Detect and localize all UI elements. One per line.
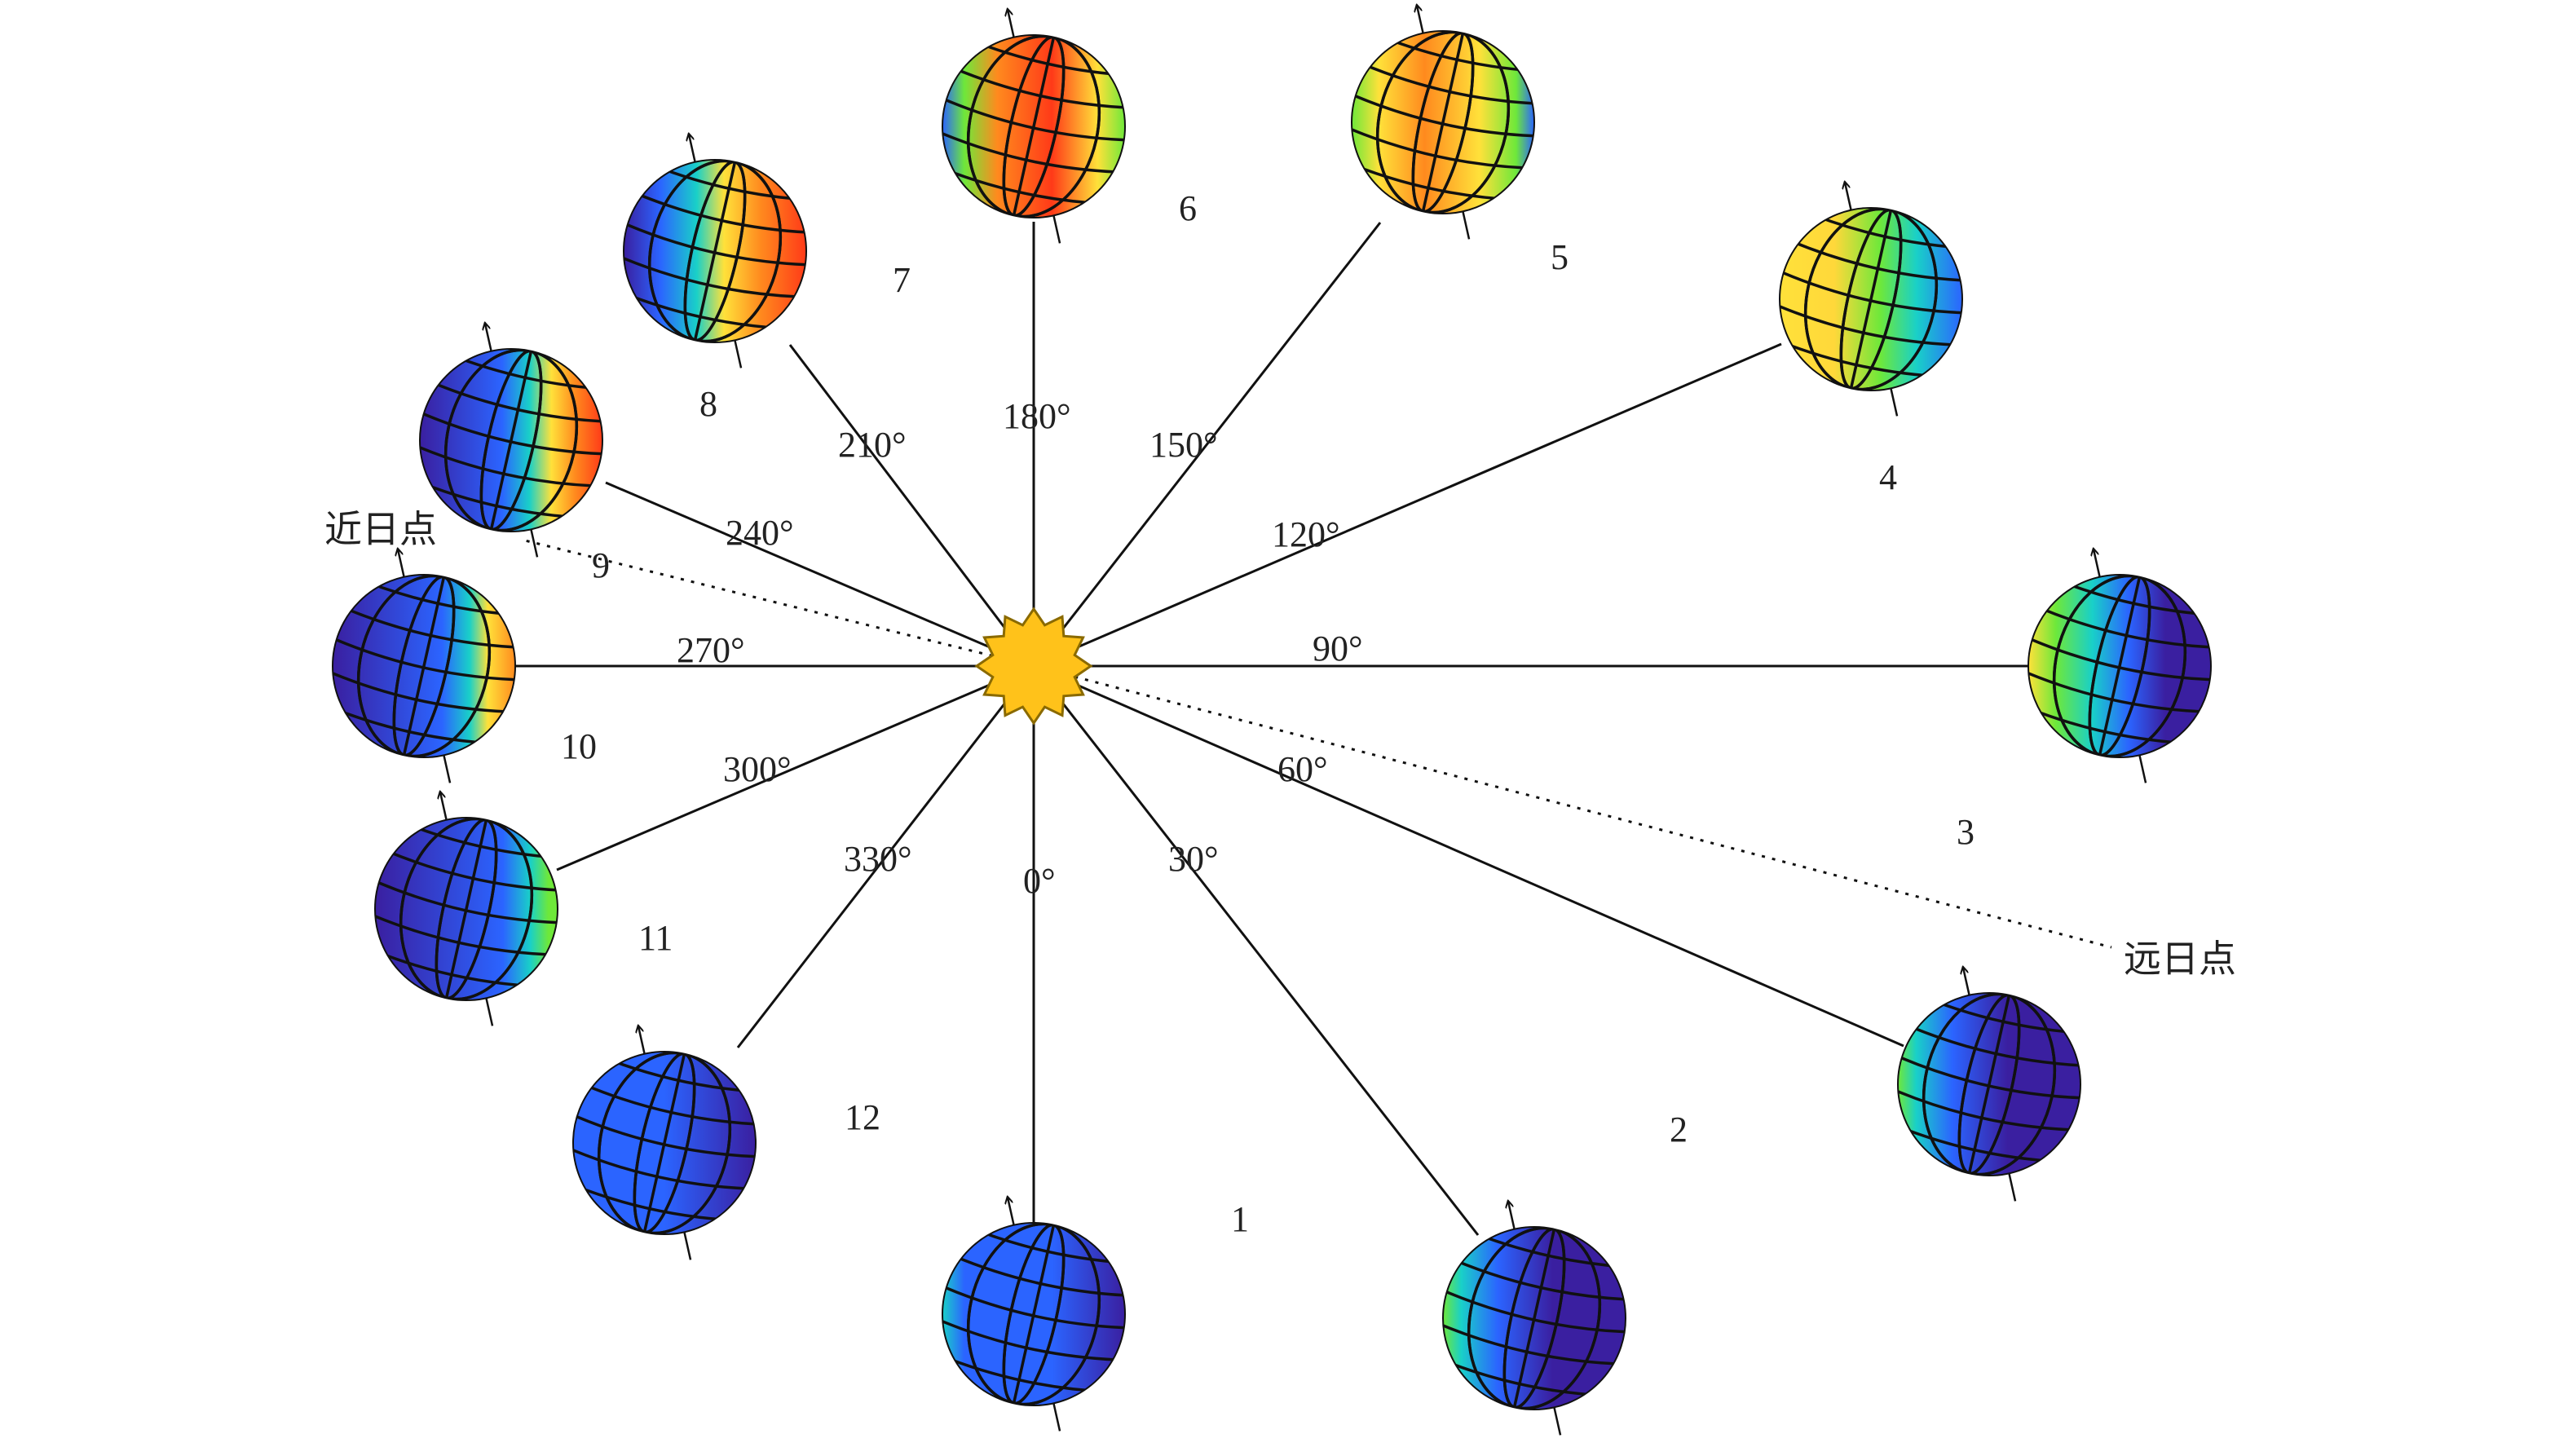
planet-1 [931, 1198, 1139, 1432]
planet-number-12: 12 [845, 1097, 880, 1137]
angle-label-120: 120° [1272, 514, 1340, 554]
angle-label-210: 210° [838, 425, 907, 465]
planet-7 [931, 10, 1139, 244]
spoke-line-150 [1032, 222, 1382, 667]
angle-label-240: 240° [726, 513, 794, 553]
spoke-layer [515, 222, 2032, 1236]
planet-5 [1768, 183, 1976, 417]
angle-labels: 0° 30° 60° 90° 120° 150° 180° 210° 240° … [677, 396, 1363, 901]
planet-number-1: 1 [1231, 1199, 1249, 1239]
angle-label-180: 180° [1003, 396, 1071, 436]
planet-number-11: 11 [638, 918, 673, 958]
aphelion-label: 远日点 [2124, 938, 2236, 980]
spoke-line-30 [1032, 665, 1480, 1236]
planet-layer [321, 6, 2225, 1436]
angle-label-330: 330° [844, 839, 912, 879]
planet-4 [2017, 549, 2225, 783]
planet-10 [321, 549, 529, 783]
angle-label-60: 60° [1277, 749, 1328, 789]
sun-icon [974, 607, 1093, 726]
spoke-line-240 [605, 481, 1035, 668]
spoke-line-330 [736, 665, 1035, 1048]
angle-label-270: 270° [677, 630, 745, 670]
planet-2 [1432, 1202, 1639, 1436]
spoke-line-300 [556, 664, 1035, 871]
planet-3 [1886, 968, 2094, 1202]
apsis-line-layer [521, 538, 2112, 949]
angle-label-0: 0° [1023, 861, 1056, 901]
planet-6 [1340, 6, 1548, 240]
planet-8 [612, 135, 820, 368]
perihelion-label: 近日点 [324, 509, 437, 550]
planet-number-3: 3 [1957, 812, 1975, 852]
spoke-line-210 [788, 344, 1035, 667]
planet-11 [364, 792, 571, 1026]
spoke-line-120 [1033, 342, 1782, 668]
planet-number-10: 10 [561, 726, 597, 766]
planet-number-5: 5 [1551, 237, 1569, 277]
planet-number-8: 8 [699, 384, 717, 424]
planet-number-7: 7 [893, 260, 911, 300]
angle-label-300: 300° [723, 749, 792, 789]
planet-number-2: 2 [1670, 1110, 1688, 1149]
planet-number-9: 9 [592, 545, 610, 585]
perihelion-line [521, 538, 1035, 668]
angle-label-90: 90° [1313, 629, 1363, 668]
angle-label-30: 30° [1168, 839, 1219, 879]
planet-number-labels: 1 2 3 4 5 6 7 8 9 10 11 12 [561, 188, 1975, 1239]
spoke-line-60 [1033, 664, 1904, 1048]
aphelion-line [1033, 664, 2112, 949]
planet-number-6: 6 [1179, 188, 1197, 228]
planet-12 [562, 1026, 770, 1260]
angle-label-150: 150° [1149, 425, 1218, 465]
planet-number-4: 4 [1879, 457, 1897, 497]
